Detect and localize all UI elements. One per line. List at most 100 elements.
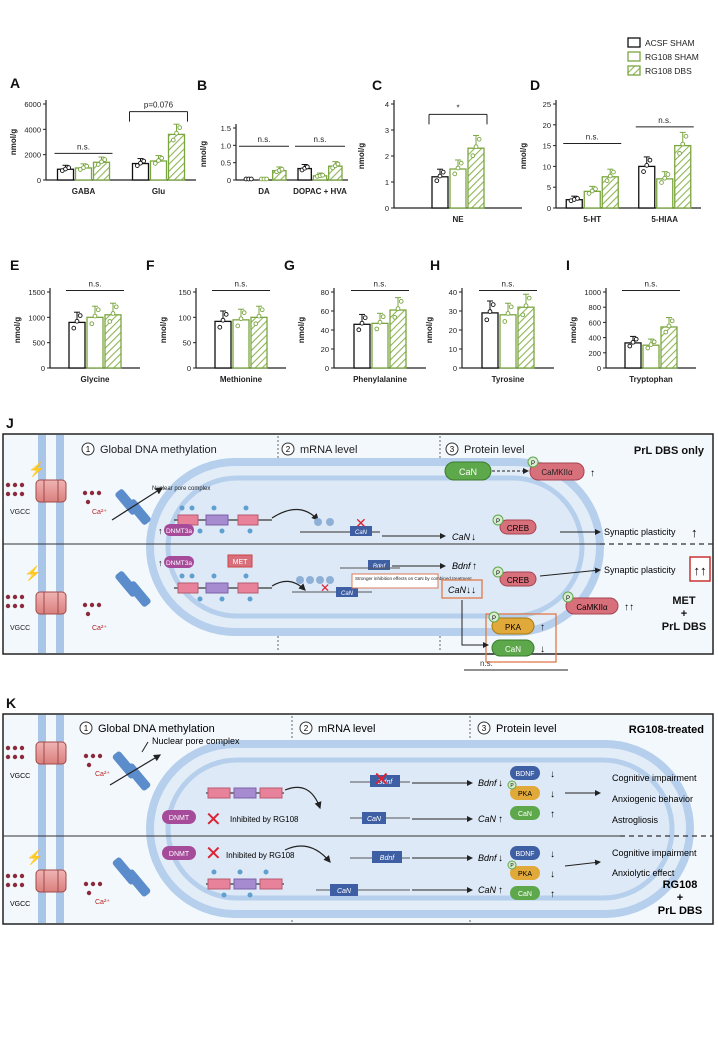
y-tick-label-E-2: 1000 [28,313,45,322]
vgcc-channel-j-bot [35,591,67,615]
data-point-D-1-0-1 [644,163,650,168]
data-point-D-0-1-2 [593,186,598,192]
dnmt-arrow-j-bot: ↑ [158,558,163,568]
bar-A-1-1 [149,160,168,181]
bar-G-0-2 [389,309,407,369]
sig-label-H-0: n.s. [502,279,515,288]
nuclear-pore-icon-j-top [111,487,164,525]
phospho-label-k-1: P [510,783,514,789]
step-badge-k-3 [477,721,491,735]
pka-arrow-k-top: ↓ [550,789,555,800]
data-point-I-0-2-0 [663,329,669,335]
membrane-left-k [38,715,46,923]
panel-j: J 1 Global DNA methylation 2 mRNA level … [2,415,714,671]
phospho-label-j-2: P [496,519,500,525]
col-title-k-1: Global DNA methylation [98,723,215,735]
y-tick-label-E-0: 0 [41,364,45,373]
syn-label-j-top: Synaptic plasticity [604,527,676,537]
bdnf-protein-k-top [510,766,540,780]
dnmt3a-label-j-top: DNMT3a [166,528,192,535]
data-point-D-0-2-2 [611,169,616,175]
bar-charts: A0200040006000nmol/gGABAn.s.Glup=0.076B0… [9,75,701,384]
y-tick-label-B-1: 0.5 [221,159,231,168]
panel-letter-d: D [530,77,540,93]
legend-label-dbs: RG108 DBS [645,66,692,76]
y-tick-label-C-4: 4 [385,100,389,109]
y-tick-label-A-2: 4000 [24,125,41,134]
panel-letter-e: E [10,257,19,273]
npc-label-j: Nuclear pore complex [152,486,210,492]
nuclear-pore-icon-j-bot [115,571,151,607]
calcium-label-k-bot: Ca²⁺ [95,899,110,906]
nuclear-pore-icon-k-top [109,751,162,791]
bar-F-0-0 [214,320,232,369]
camk-arrow-j-bot: ↑↑ [624,602,634,613]
sig-label-B-0: n.s. [258,135,271,144]
phospho-label-j-1: P [531,461,535,467]
sig-label-D-1: n.s. [658,116,671,125]
can-highlight-j [441,579,483,599]
can-arrow-k-top: ↑ [498,814,503,825]
note-box-j [351,573,439,589]
vgcc-channel-k-bot [35,869,67,893]
dna-strand-j-bot [174,573,272,602]
data-point-D-1-1-0 [659,180,664,185]
data-point-F-0-1-1 [238,316,244,322]
corner-label-k-top: RG108-treated [629,724,704,736]
can-protein-j-top [444,461,492,481]
data-point-F-0-1-0 [235,323,241,329]
cross-icon-j-bot: ✕ [320,581,330,595]
step-number-k-1: 1 [84,724,89,733]
data-point-F-0-2-1 [256,313,262,319]
pka-arrow-k-bot: ↓ [550,869,555,880]
npc-leader-k [141,741,149,753]
bdnf-text-j: Bdnf [452,561,472,571]
data-point-A-1-0-1 [138,160,143,166]
calcium-label-k-top: Ca²⁺ [95,771,110,778]
big-arrow-box-j [689,556,711,582]
bdnf-protein-arrow-k-top: ↓ [550,769,555,780]
data-point-B-1-0-2 [304,164,310,170]
npc-label-k: Nuclear pore complex [152,736,240,746]
data-point-B-0-2-2 [279,166,285,172]
panel-letter-c: C [372,77,382,93]
corner-label-j-bot-1: MET [672,595,696,607]
corner-label-k-bot-2: + [677,892,683,904]
data-point-H-0-1-1 [505,311,511,316]
ns-label-j: n.s. [480,659,493,668]
bdnf-arrow-k-top: ↓ [498,778,503,789]
inhibited-label-k-bot: Inhibited by RG108 [226,851,295,860]
y-tick-label-A-1: 2000 [24,151,41,160]
bar-F-0-1 [232,319,250,369]
y-tick-label-D-5: 25 [543,100,551,109]
can-arrow-j-top: ↓ [471,532,476,543]
nucleus-inner-j [165,475,585,619]
corner-label-j-bot-3: PrL DBS [662,621,706,633]
y-tick-label-A-3: 6000 [24,100,41,109]
syn-arrow-j-top: ↑ [691,525,698,540]
data-point-G-0-1-0 [374,326,380,332]
pka-protein-j [491,617,535,635]
bar-C-0-2 [467,147,485,209]
panel-letter-j: J [6,415,14,431]
y-axis-label-I: nmol/g [569,317,578,343]
flow-arrow-j-2 [271,580,306,591]
data-point-G-0-1-2 [380,314,386,320]
category-label-B-0: DA [258,187,270,196]
panel-letter-a: A [10,75,20,91]
can-gene-label-j-top: CaN [355,530,368,536]
sig-label-A-1: p=0.076 [144,101,174,110]
data-point-I-0-0-2 [633,336,639,342]
arrow-k-outcome-bot [564,859,601,867]
phospho-label-j-3: P [496,571,500,577]
data-point-B-0-1-2 [264,176,270,182]
camk-protein-j-bot [565,597,619,615]
y-tick-label-F-2: 100 [178,313,191,322]
met-box-j [227,554,253,568]
y-tick-label-D-1: 5 [547,183,551,192]
phospho-badge-j-3 [492,566,504,578]
data-point-E-0-2-0 [107,319,113,324]
data-point-C-0-1-1 [455,165,461,171]
y-tick-label-C-1: 1 [385,178,389,187]
bar-G-0-1 [371,322,389,369]
